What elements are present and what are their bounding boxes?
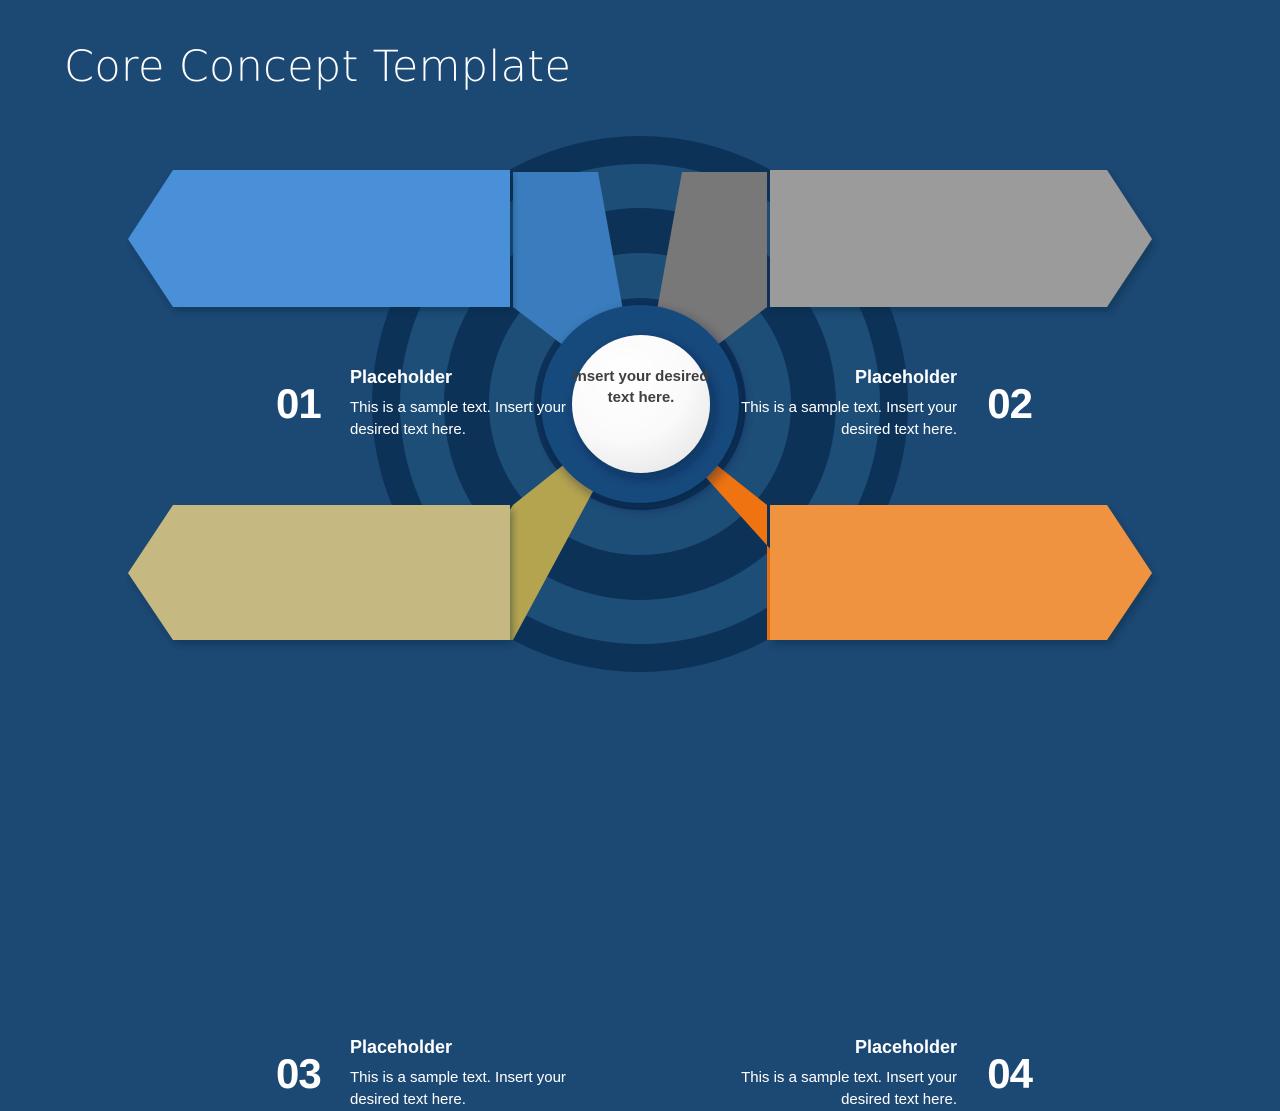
step-body-04: This is a sample text. Insert your desir… — [741, 1069, 957, 1108]
banner-shape-04 — [770, 505, 1152, 640]
banner-shape-01 — [128, 170, 510, 307]
step-body-03: This is a sample text. Insert your desir… — [350, 1069, 566, 1108]
step-banner-04[interactable]: 04 Placeholder This is a sample text. In… — [741, 505, 1152, 1108]
slide-canvas: Core Concept Template 01 Placeholder Thi… — [64, 42, 1152, 1108]
step-number-03: 03 — [276, 1050, 322, 1097]
step-title-04: Placeholder — [854, 1037, 957, 1057]
hub-center-text: Insert your desired text here. — [573, 368, 709, 407]
step-banner-01[interactable]: 01 Placeholder This is a sample text. In… — [128, 170, 566, 438]
step-number-01: 01 — [276, 380, 322, 427]
step-title-03: Placeholder — [350, 1037, 453, 1057]
banner-shape-02 — [770, 170, 1152, 307]
step-body-01: This is a sample text. Insert your desir… — [350, 399, 566, 438]
step-banner-02[interactable]: 02 Placeholder This is a sample text. In… — [741, 170, 1152, 438]
step-title-02: Placeholder — [854, 367, 957, 387]
step-body-02: This is a sample text. Insert your desir… — [741, 399, 957, 438]
banner-shape-03 — [128, 505, 510, 640]
text-overlay-layer: Core Concept Template 01 Placeholder Thi… — [64, 42, 1152, 1108]
page-title: Core Concept Template — [64, 42, 572, 92]
hub-group — [541, 305, 739, 503]
step-title-01: Placeholder — [350, 367, 453, 387]
step-banner-03[interactable]: 03 Placeholder This is a sample text. In… — [128, 505, 566, 1108]
hub-face — [572, 335, 710, 473]
banner-shapes-group — [128, 170, 1152, 640]
step-number-04: 04 — [987, 1050, 1033, 1097]
step-number-02: 02 — [987, 380, 1033, 427]
concentric-diagram-graphic — [128, 136, 1152, 672]
